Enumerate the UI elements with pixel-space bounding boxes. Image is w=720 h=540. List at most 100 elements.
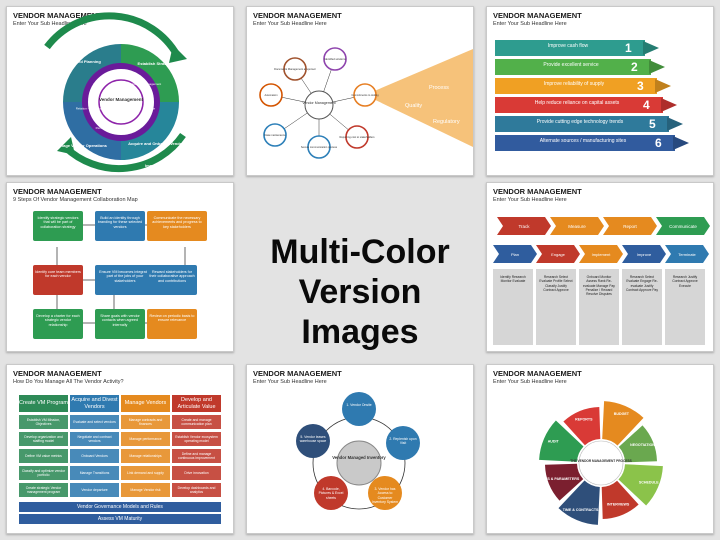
slide-thumbnail-funnel[interactable]: VENDOR MANAGEMENT Enter Your Sub Headlin…: [246, 6, 474, 176]
activity-list: Onboard Monitor Assess Rank Re-evaluate …: [579, 269, 619, 345]
flow-arrow-label: Terminate: [678, 252, 696, 257]
vmi-step-label: 3. Vendor has Access to Customer Invento…: [371, 487, 399, 504]
table-cell: Develop organization and staffing model: [19, 432, 68, 446]
table-cell: Manage performance: [121, 432, 170, 446]
ribbon-number: 2: [631, 60, 638, 74]
vmi-cycle-diagram: Vendor Managed Inventory: [312, 416, 406, 510]
vmi-step-label: 1. Vendor Onsite: [346, 403, 372, 407]
slide-subtitle: Enter Your Sub Headline Here: [13, 21, 87, 27]
flow-arrow-label: Engage: [551, 252, 566, 257]
step-box: Ensure VM becomes integrated part of the…: [95, 265, 155, 295]
node-funnel-diagram: Process Quality Regulatory Vendor Manage…: [259, 47, 473, 159]
ribbon-tab: [649, 60, 665, 74]
flow-arrow: [656, 217, 710, 235]
slide-thumbnail-activity-table[interactable]: VENDOR MANAGEMENT How Do You Manage All …: [6, 364, 234, 534]
table-cell: Define VM value metrics: [19, 449, 68, 463]
ribbon-label: Provide cutting edge technology trends: [536, 119, 624, 125]
slide-thumbnail-steps-map[interactable]: VENDOR MANAGEMENT 9 Steps Of Vendor Mana…: [6, 182, 234, 352]
table-cell: Evaluate and select vendors: [70, 415, 119, 429]
step-box: Review on periodic basis to ensure relev…: [147, 309, 197, 339]
table-column-header: Create VM Program: [19, 395, 68, 412]
vmi-step: 2. Replenish upon Visit: [386, 426, 420, 460]
wheel-diagram: Vendor Management Establish StrategyAcqu…: [44, 12, 187, 173]
table-column-header: Acquire and Divest Vendors: [70, 395, 119, 412]
slide-subtitle: Enter Your Sub Headline Here: [253, 379, 327, 385]
ribbon-number: 1: [625, 41, 632, 55]
activity-list: Identify Research Monitor Evaluate: [493, 269, 533, 345]
slide-title: VENDOR MANAGEMENT: [493, 187, 582, 196]
ribbon-bar: [495, 116, 669, 132]
node-circle: [263, 123, 287, 147]
ribbon-tab: [643, 41, 659, 55]
ribbon-label: Improve reliability of supply: [543, 81, 605, 87]
flow-arrow: [536, 245, 580, 263]
ribbon-bar: [495, 59, 651, 75]
table-cell: Define and manage continuous improvement: [172, 449, 221, 463]
process-segment-label: BUDGET: [614, 412, 630, 416]
slide-subtitle: 9 Steps Of Vendor Management Collaborati…: [13, 197, 138, 203]
step-box: Build an identity through branding for t…: [95, 211, 145, 241]
process-segment: [545, 463, 584, 501]
arrow-label-access: Access: [99, 33, 114, 38]
flow-arrow: [603, 217, 657, 235]
node-circle: [307, 135, 331, 159]
ribbon-bar: [495, 97, 663, 113]
slide-title: VENDOR MANAGEMENT: [13, 369, 102, 378]
slide-subtitle: Enter Your Sub Headline Here: [253, 21, 327, 27]
ribbon-number: 6: [655, 136, 662, 150]
step-text: Identify strategic vendors that will be …: [37, 216, 79, 229]
ribbon-label: Provide excellent service: [543, 62, 599, 68]
headline-line-1: Multi-Color: [270, 233, 450, 271]
step-text: Review on periodic basis to ensure relev…: [149, 314, 195, 323]
flow-arrow-label: Communicate: [669, 224, 697, 229]
center-headline: Multi-Color Version Images: [240, 232, 480, 352]
ring-inner-label: Negotiate: [127, 126, 140, 130]
slide-thumbnail-ribbons[interactable]: VENDOR MANAGEMENT Enter Your Sub Headlin…: [486, 6, 714, 176]
ring-inner-label: Relation - Align Contracts: [76, 107, 110, 111]
slide-title: VENDOR MANAGEMENT: [253, 369, 342, 378]
slide-title: VENDOR MANAGEMENT: [13, 187, 102, 196]
slide-thumbnail-arrow-flow[interactable]: VENDOR MANAGEMENT Enter Your Sub Headlin…: [486, 182, 714, 352]
table-cell: Develop dashboards and analytics: [172, 483, 221, 497]
activity-list: Research Justify Contract Approve Execut…: [665, 269, 705, 345]
process-segment: [618, 464, 663, 506]
ribbon-bar: [495, 78, 657, 94]
slide-thumbnail-wheel[interactable]: VENDOR MANAGEMENT Enter Your Sub Headlin…: [6, 6, 234, 176]
ring-inner-label: Dashboards: [113, 71, 130, 75]
node-label: Automation: [264, 93, 278, 97]
vmi-step-label: 4. Barcode, Pictures & Excel sheets: [318, 487, 344, 500]
arrow-label-improve: Improve: [145, 163, 161, 168]
table-cell: Link demand and supply: [121, 466, 170, 480]
step-text: Identify core team members for each vend…: [35, 270, 81, 279]
activity-list-text: Research Select Evaluate Engage Re-evalu…: [625, 275, 659, 292]
node-label: Identified solutions: [324, 57, 346, 61]
vmi-step: 3. Vendor has Access to Customer Invento…: [368, 476, 402, 510]
ribbon-number: 3: [637, 79, 644, 93]
vmi-step: 4. Barcode, Pictures & Excel sheets: [314, 476, 348, 510]
slide-subtitle: Enter Your Sub Headline Here: [493, 21, 567, 27]
table-column-header: Develop and Articulate Value: [172, 395, 221, 412]
process-segment: [601, 480, 639, 519]
slide-thumbnail-process-wheel[interactable]: VENDOR MANAGEMENT Enter Your Sub Headlin…: [486, 364, 714, 534]
ring-outer-label: Establish Strategy: [138, 61, 174, 66]
node-circle: [353, 83, 377, 107]
step-box: Communicate the necessary achievements a…: [147, 211, 207, 241]
funnel-label-quality: Quality: [405, 103, 422, 109]
table-cell: Create strategic Vendor management progr…: [19, 483, 68, 497]
table-footer-maturity: Assess VM Maturity: [19, 514, 221, 524]
slide-title: VENDOR MANAGEMENT: [13, 11, 102, 20]
step-text: Ensure VM becomes integrated part of the…: [99, 270, 151, 283]
slide-thumbnail-vmi-cycle[interactable]: VENDOR MANAGEMENT Enter Your Sub Headlin…: [246, 364, 474, 534]
flow-arrow: [665, 245, 709, 263]
process-segment: [618, 425, 657, 463]
funnel-label-process: Process: [429, 85, 449, 91]
node-circle: [283, 57, 307, 81]
node-circle: [345, 125, 369, 149]
table-cell: Classify and optimize vendor portfolio: [19, 466, 68, 480]
slide-title: VENDOR MANAGEMENT: [493, 11, 582, 20]
ring-outer-label: Acquire and Onboard Vendors: [128, 141, 187, 146]
ring-inner-label: Metrics: [93, 82, 103, 86]
process-segment-label: ROLES & PARAMETERS: [537, 477, 579, 481]
process-segment-label: TIME & CONTRACTS: [563, 508, 599, 512]
node-label: Secure communication process: [301, 145, 338, 149]
